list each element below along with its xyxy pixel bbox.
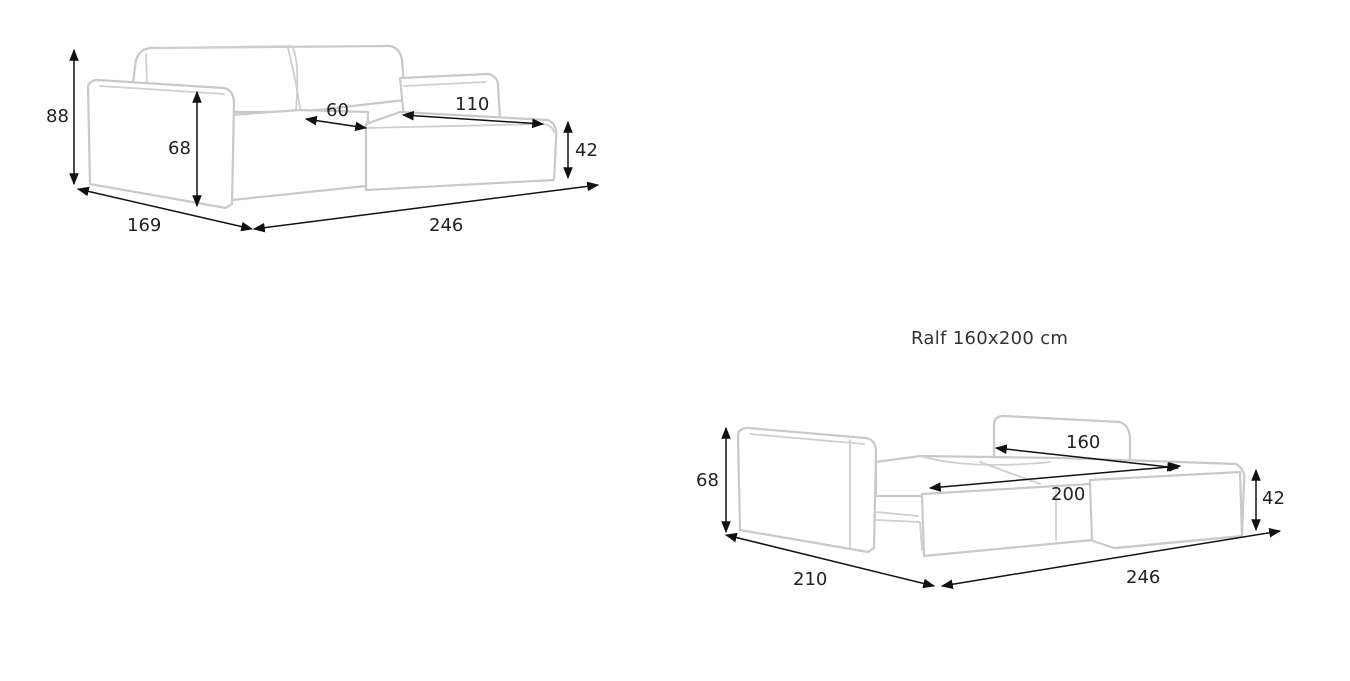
sofa-seat-height-label: 42 <box>575 140 598 161</box>
bed-depth-arrow <box>724 532 936 589</box>
bed-sleep-width-label: 160 <box>1066 432 1100 453</box>
sofa-width-arrow <box>252 181 600 233</box>
sofa-depth-label: 169 <box>127 215 161 236</box>
bed-size-caption: Ralf 160x200 cm <box>911 328 1068 349</box>
bed-dimension-lines <box>721 426 1282 590</box>
bed-seat-height-label: 42 <box>1262 488 1285 509</box>
bed-arm-height-label: 68 <box>696 470 719 491</box>
sofa-dimension-lines <box>69 48 600 233</box>
sofa-drawing <box>86 44 558 210</box>
sofa-seat-depth-arrow <box>304 115 368 132</box>
sofa-width-label: 246 <box>429 215 463 236</box>
sofa-total-height-label: 88 <box>46 106 69 127</box>
sofa-bed-drawing <box>736 414 1246 558</box>
sofa-depth-arrow <box>76 186 254 232</box>
bed-width-arrow <box>940 527 1282 590</box>
sofa-chaise-width-label: 110 <box>455 94 489 115</box>
bed-depth-label: 210 <box>793 569 827 590</box>
sofa-arm-height-label: 68 <box>168 138 191 159</box>
bed-sleep-length-label: 200 <box>1051 484 1085 505</box>
bed-sleep-length-arrow <box>928 462 1182 492</box>
sofa-chaise-width-arrow <box>401 110 545 129</box>
sofa-seat-depth-label: 60 <box>326 100 349 121</box>
bed-width-label: 246 <box>1126 567 1160 588</box>
